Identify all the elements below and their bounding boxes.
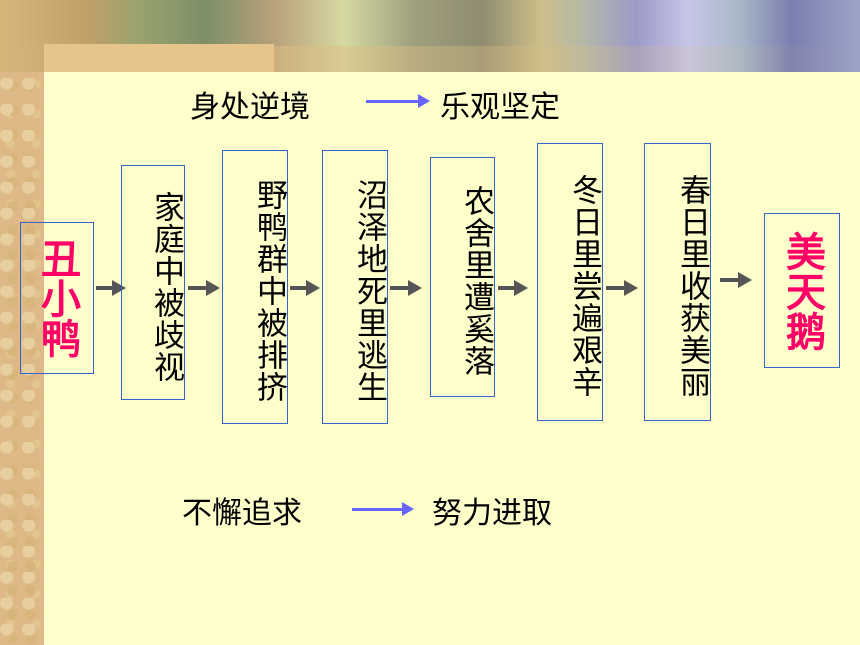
flow-arrow-0 [96,280,126,296]
top-blue-arrow [366,94,430,108]
stage-box-2: 野鸭群中被排挤 [222,150,288,424]
end-box-swan: 美天鹅 [764,213,840,368]
flow-arrow-3 [390,280,422,296]
decorative-left-strip [0,0,44,645]
stage-box-6: 春日里收获美丽 [644,143,711,421]
start-box-ugly-duckling: 丑小鸭 [20,222,94,374]
bottom-left-text: 不懈追求 [182,496,302,531]
flow-arrow-6 [720,272,752,288]
flow-arrow-5 [606,280,638,296]
flow-arrow-2 [290,280,320,296]
bottom-blue-arrow [352,502,414,516]
stage-box-1: 家庭中被歧视 [121,165,185,400]
decorative-banner-tab [44,44,274,72]
bottom-right-text: 努力进取 [432,496,552,531]
flow-arrow-1 [188,280,220,296]
stage-box-3: 沼泽地死里逃生 [322,150,388,424]
stage-box-5: 冬日里尝遍艰辛 [537,143,603,421]
top-left-text: 身处逆境 [190,90,310,125]
top-right-text: 乐观坚定 [440,90,560,125]
flow-arrow-4 [498,280,528,296]
stage-box-4: 农舍里遭奚落 [430,157,495,397]
